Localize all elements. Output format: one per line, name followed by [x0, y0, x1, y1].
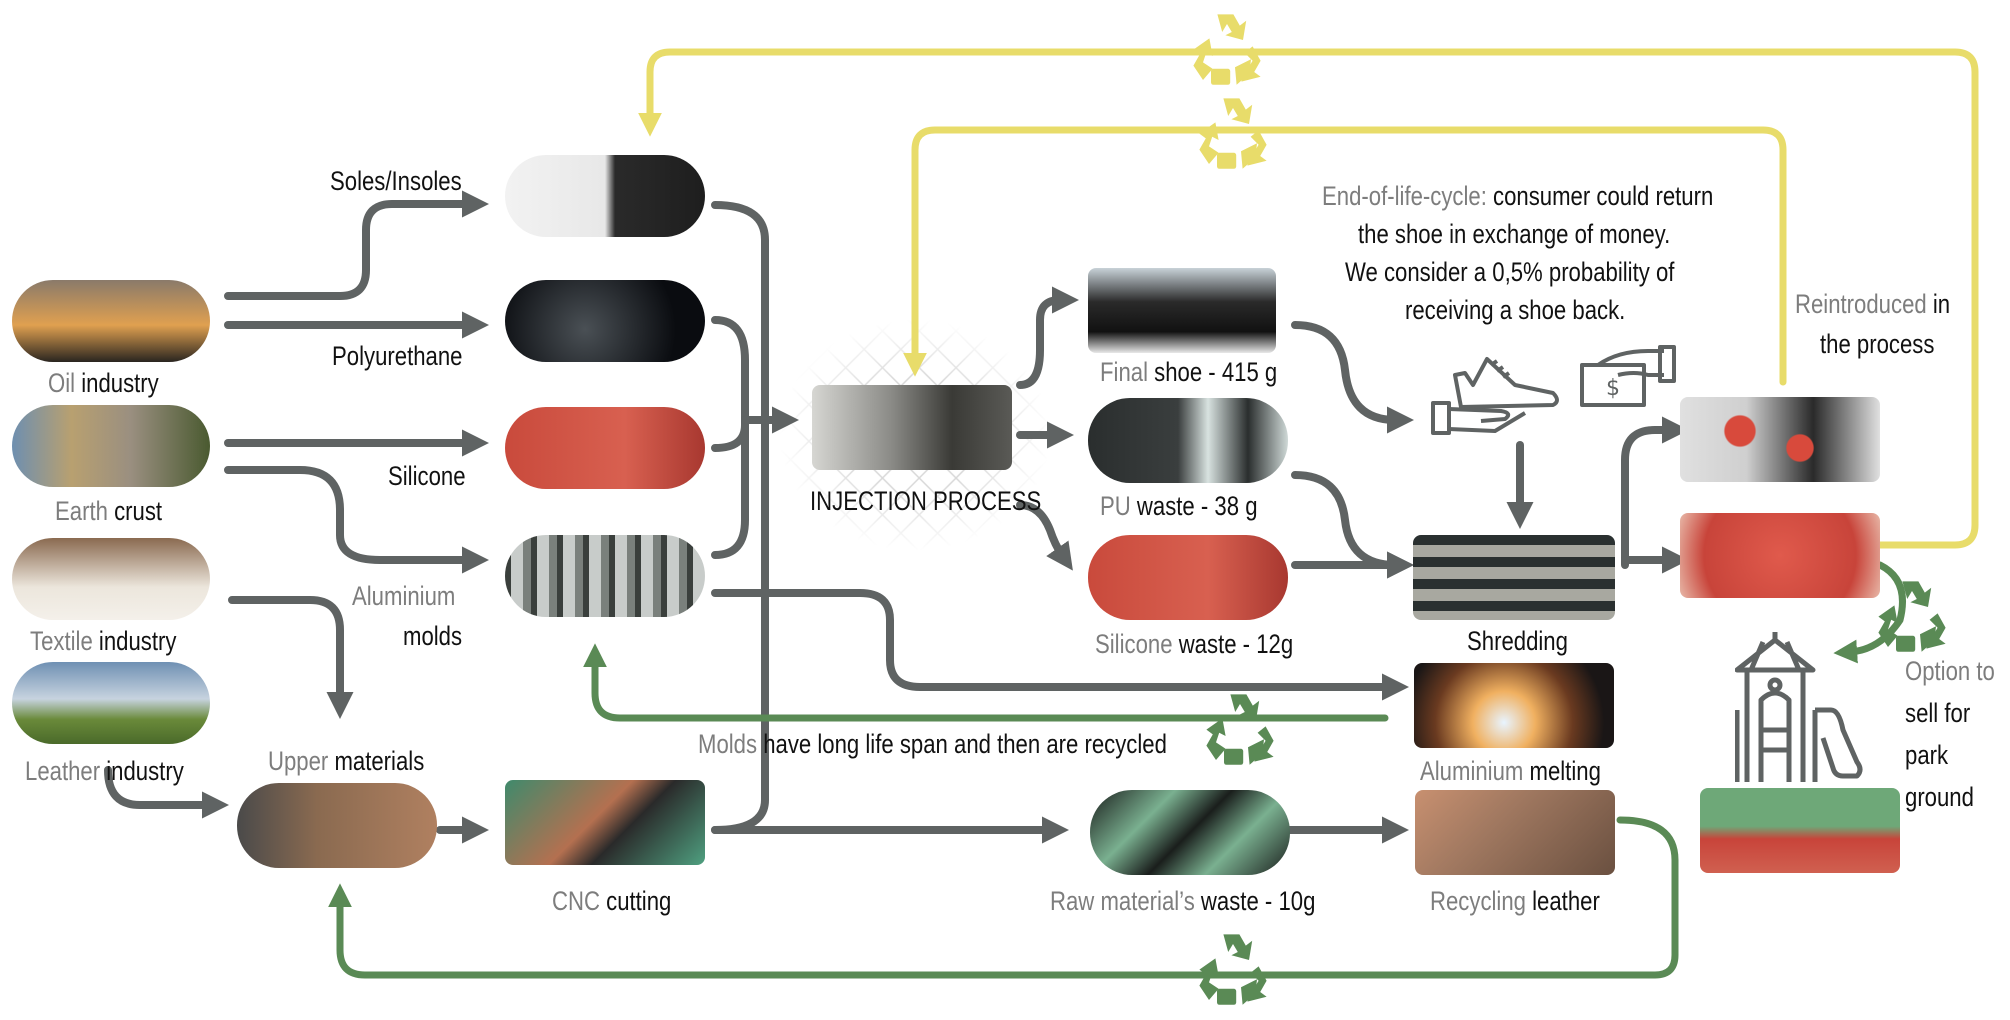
note-option-line4: ground [1905, 782, 1974, 812]
textile-industry-image [12, 538, 210, 620]
mixed-pellets-image [1680, 397, 1880, 482]
recycle-icon [1193, 92, 1273, 172]
aluminium-melting-image [1414, 663, 1614, 748]
label-upper-materials: Upper materials [268, 746, 425, 776]
shoe-in-hand-icon [1431, 357, 1559, 435]
cnc-cutting-image [505, 780, 705, 865]
label-injection-process: INJECTION PROCESS [810, 486, 1042, 516]
note-reintroduced-line1: Reintroduced in [1795, 289, 1951, 319]
recycle-icon [1193, 928, 1273, 1008]
label-pu-waste: PU waste - 38 g [1100, 491, 1258, 521]
pu-waste-image [1088, 398, 1288, 483]
source-label-textile: Textile industry [30, 626, 177, 656]
label-molds: molds [403, 621, 463, 651]
note-reintroduced-line2: the process [1820, 329, 1935, 359]
earth-crust-image [12, 405, 210, 487]
recycle-arrows [328, 561, 1906, 979]
svg-text:$: $ [1606, 376, 1620, 401]
note-molds-recycled: Molds have long life span and then are r… [698, 729, 1167, 759]
shredding-image [1413, 535, 1615, 620]
label-cnc-cutting: CNC cutting [552, 886, 672, 916]
note-option-line1: Option to [1905, 656, 1995, 686]
label-aluminium: Aluminium [352, 581, 456, 611]
label-raw-material-waste: Raw material’s waste - 10g [1050, 886, 1316, 916]
label-soles-insoles: Soles/Insoles [330, 166, 462, 196]
money-in-hand-icon: $ [1580, 345, 1676, 407]
injection-machine-image [812, 385, 1012, 470]
note-end-of-life-line2: the shoe in exchange of money. [1358, 219, 1671, 249]
process-arrows [104, 190, 1690, 844]
label-final-shoe: Final shoe - 415 g [1100, 357, 1278, 387]
label-shredding: Shredding [1467, 626, 1568, 656]
oil-industry-image [12, 280, 210, 362]
red-pellets-image [1680, 513, 1880, 598]
recycle-icon [1872, 575, 1952, 655]
aluminium-molds-image [505, 535, 705, 617]
note-end-of-life-line1: End-of-life-cycle: consumer could return [1322, 181, 1714, 211]
park-ground-image [1700, 788, 1900, 873]
note-end-of-life-line3: We consider a 0,5% probability of [1345, 257, 1675, 287]
recycle-icon [1187, 8, 1267, 88]
label-silicone: Silicone [388, 461, 466, 491]
raw-material-waste-image [1090, 790, 1290, 875]
label-polyurethane: Polyurethane [332, 341, 463, 371]
leather-industry-image [12, 662, 210, 744]
source-label-oil: Oil industry [48, 368, 159, 398]
source-label-leather: Leather industry [25, 756, 184, 786]
recycle-icon [1200, 688, 1280, 768]
note-option-line3: park [1905, 740, 1949, 770]
playground-icon [1735, 632, 1863, 782]
recycling-leather-image [1415, 790, 1615, 875]
label-recycling-leather: Recycling leather [1430, 886, 1600, 916]
silicone-waste-image [1088, 535, 1288, 620]
polyurethane-image [505, 280, 705, 362]
final-shoe-image [1088, 268, 1276, 353]
reintroduction-loops [638, 48, 1979, 549]
source-label-earth: Earth crust [55, 496, 163, 526]
note-end-of-life-line4: receiving a shoe back. [1405, 295, 1626, 325]
soles-insoles-image [505, 155, 705, 237]
silicone-image [505, 407, 705, 489]
label-aluminium-melting: Aluminium melting [1420, 756, 1601, 786]
label-silicone-waste: Silicone waste - 12g [1095, 629, 1294, 659]
upper-materials-image [237, 783, 437, 868]
note-option-line2: sell for [1905, 698, 1971, 728]
